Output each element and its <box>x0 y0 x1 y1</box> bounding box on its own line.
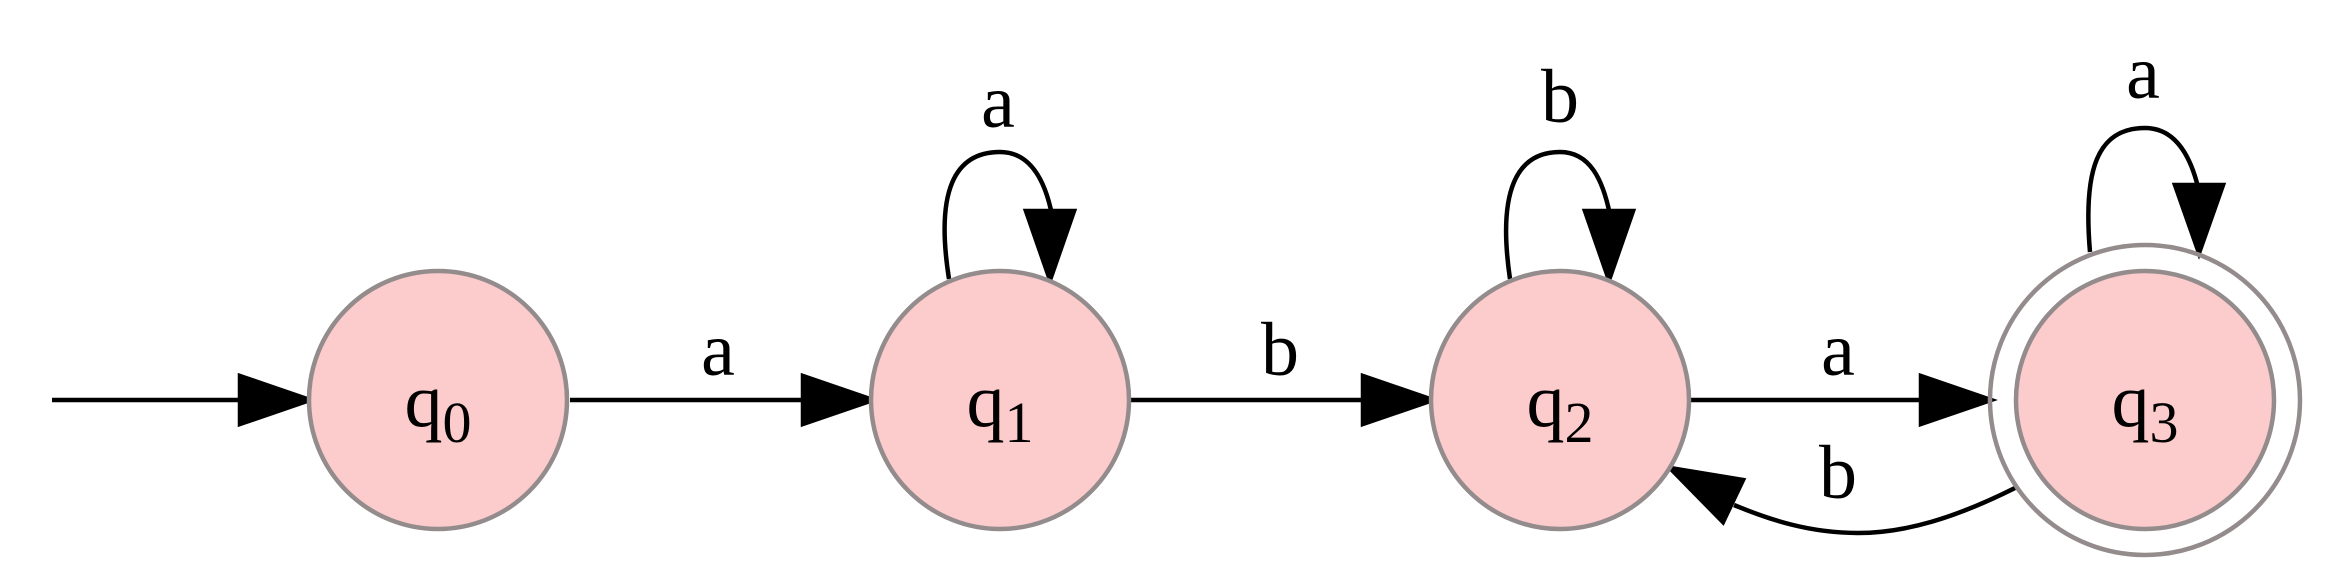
transition-label: a <box>701 308 735 392</box>
edge-loop <box>942 149 1055 280</box>
state-label: q2 <box>1527 359 1594 455</box>
transition-q2-q2: b <box>1503 55 1637 287</box>
state-label-base: q <box>2112 359 2150 443</box>
edge-loop <box>2086 125 2201 253</box>
edge-arrowhead <box>2171 182 2227 260</box>
state-label-subscript: 2 <box>1565 390 1594 455</box>
transition-q1-q2: b <box>1130 308 1440 428</box>
state-circle <box>1428 268 1692 532</box>
start-arrowhead <box>237 372 317 428</box>
state-q1: q1 <box>868 268 1132 532</box>
transition-label: b <box>1261 308 1299 392</box>
transition-label: a <box>2126 31 2160 115</box>
state-q3: q3 <box>1987 242 2303 558</box>
edge-arrowhead <box>800 372 880 428</box>
state-circle <box>2013 268 2277 532</box>
edge-curve <box>1733 485 2017 536</box>
accept-ring <box>1987 242 2303 558</box>
state-label: q3 <box>2112 359 2179 455</box>
transition-q3-q2: b <box>1663 431 2017 536</box>
edge-arrowhead <box>1918 372 1998 428</box>
state-circle <box>868 268 1132 532</box>
edge-arrowhead <box>1022 208 1078 287</box>
state-label-base: q <box>1527 359 1565 443</box>
state-label: q0 <box>405 359 472 455</box>
transition-q3-q3: a <box>2086 31 2227 260</box>
transition-label: a <box>1821 308 1855 392</box>
start-arrow <box>52 372 317 428</box>
state-label-subscript: 3 <box>2150 390 2179 455</box>
edge-arrowhead <box>1663 464 1747 526</box>
state-q2: q2 <box>1428 268 1692 532</box>
transition-label: b <box>1819 431 1857 515</box>
state-label: q1 <box>967 359 1034 455</box>
edge-arrowhead <box>1581 208 1637 287</box>
state-q0: q0 <box>306 268 570 532</box>
edge-loop <box>1503 149 1613 280</box>
transition-q2-q3: a <box>1690 308 1998 428</box>
transition-label: b <box>1541 55 1579 139</box>
transition-label: a <box>981 60 1015 144</box>
edge-arrowhead <box>1360 372 1440 428</box>
state-label-base: q <box>405 359 443 443</box>
transition-q1-q1: a <box>942 60 1078 287</box>
state-circle <box>306 268 570 532</box>
transition-q0-q1: a <box>570 308 880 428</box>
state-label-base: q <box>967 359 1005 443</box>
state-label-subscript: 1 <box>1005 390 1034 455</box>
state-label-subscript: 0 <box>443 390 472 455</box>
